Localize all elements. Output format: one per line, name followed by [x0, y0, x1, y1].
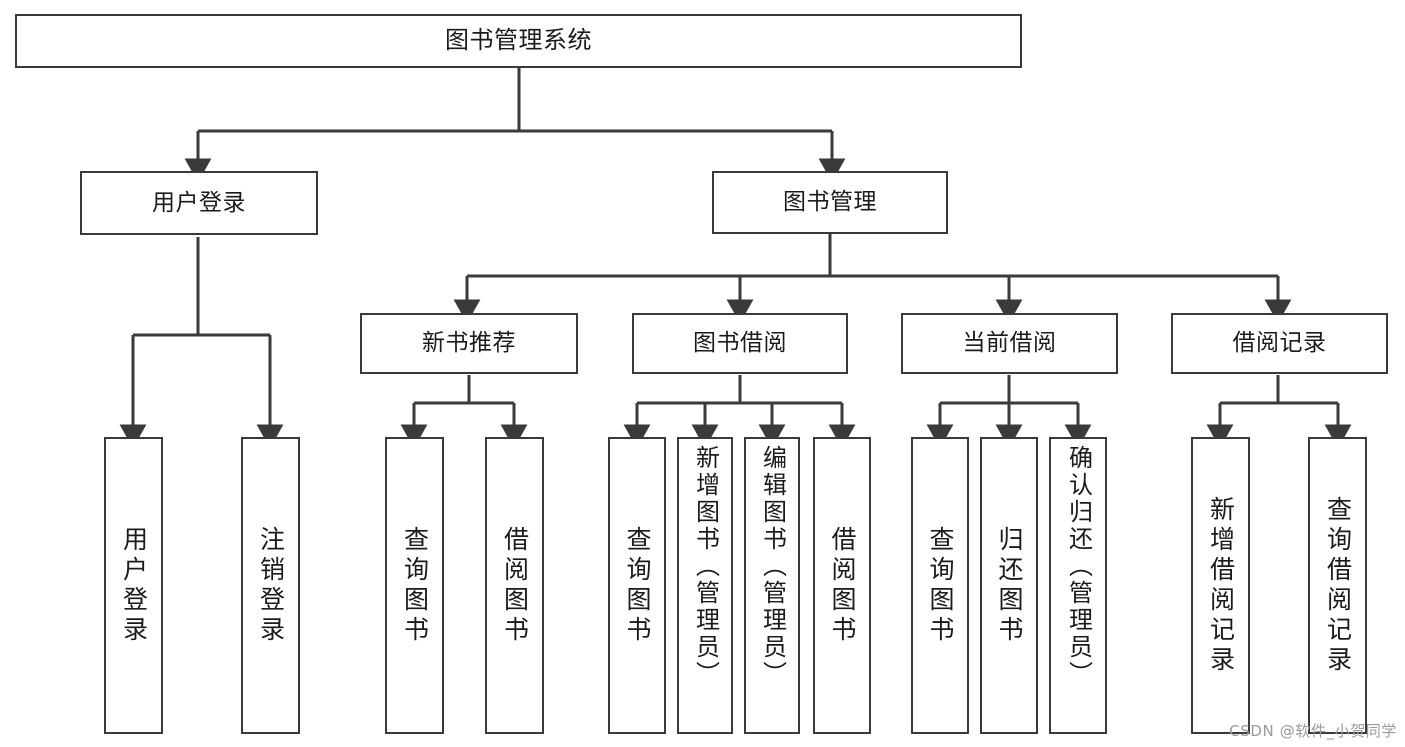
- leaf-book-borrow-add[interactable]: 新增图书（管理员）: [677, 437, 733, 734]
- node-label: 确认归还（管理员）: [1064, 445, 1093, 688]
- leaf-current-borrow-query[interactable]: 查询图书: [911, 437, 969, 734]
- node-borrow-record[interactable]: 借阅记录: [1171, 313, 1388, 374]
- node-label: 查询图书: [623, 525, 652, 646]
- node-label: 图书管理: [783, 189, 877, 216]
- node-label: 借阅记录: [1232, 330, 1327, 357]
- leaf-borrow-record-add[interactable]: 新增借阅记录: [1191, 437, 1250, 734]
- node-label: 注销登录: [256, 525, 286, 646]
- leaf-current-borrow-confirm-return[interactable]: 确认归还（管理员）: [1049, 437, 1107, 734]
- leaf-new-book-borrow[interactable]: 借阅图书: [485, 437, 544, 734]
- node-label: 查询图书: [400, 525, 430, 646]
- node-user-login[interactable]: 用户登录: [80, 171, 318, 235]
- node-current-borrow[interactable]: 当前借阅: [901, 313, 1118, 374]
- node-new-book-recommend[interactable]: 新书推荐: [360, 313, 578, 374]
- node-label: 借阅图书: [828, 525, 857, 646]
- leaf-current-borrow-return[interactable]: 归还图书: [980, 437, 1038, 734]
- node-label: 当前借阅: [962, 330, 1057, 357]
- node-label: 新增借阅记录: [1206, 495, 1236, 676]
- node-label: 归还图书: [995, 525, 1024, 646]
- node-label: 用户登录: [119, 525, 149, 646]
- node-label: 查询图书: [926, 525, 955, 646]
- node-label: 借阅图书: [500, 525, 530, 646]
- csdn-watermark: CSDN @软件_小贺同学: [1229, 722, 1397, 740]
- node-root-system[interactable]: 图书管理系统: [15, 14, 1022, 68]
- leaf-book-borrow-query[interactable]: 查询图书: [608, 437, 666, 734]
- leaf-book-borrow-borrow[interactable]: 借阅图书: [813, 437, 871, 734]
- leaf-borrow-record-query[interactable]: 查询借阅记录: [1308, 437, 1367, 734]
- leaf-user-login-login[interactable]: 用户登录: [104, 437, 163, 734]
- node-label: 编辑图书（管理员）: [758, 445, 787, 688]
- leaf-new-book-query[interactable]: 查询图书: [385, 437, 444, 734]
- node-label: 图书借阅: [693, 330, 787, 357]
- node-book-management[interactable]: 图书管理: [712, 171, 948, 234]
- node-label: 图书管理系统: [445, 26, 592, 55]
- leaf-user-login-logout[interactable]: 注销登录: [241, 437, 300, 734]
- node-label: 用户登录: [152, 189, 246, 216]
- node-label: 新增图书（管理员）: [691, 445, 720, 688]
- leaf-book-borrow-edit[interactable]: 编辑图书（管理员）: [744, 437, 800, 734]
- node-book-borrow[interactable]: 图书借阅: [632, 313, 848, 374]
- node-label: 查询借阅记录: [1323, 495, 1353, 676]
- node-label: 新书推荐: [422, 330, 516, 357]
